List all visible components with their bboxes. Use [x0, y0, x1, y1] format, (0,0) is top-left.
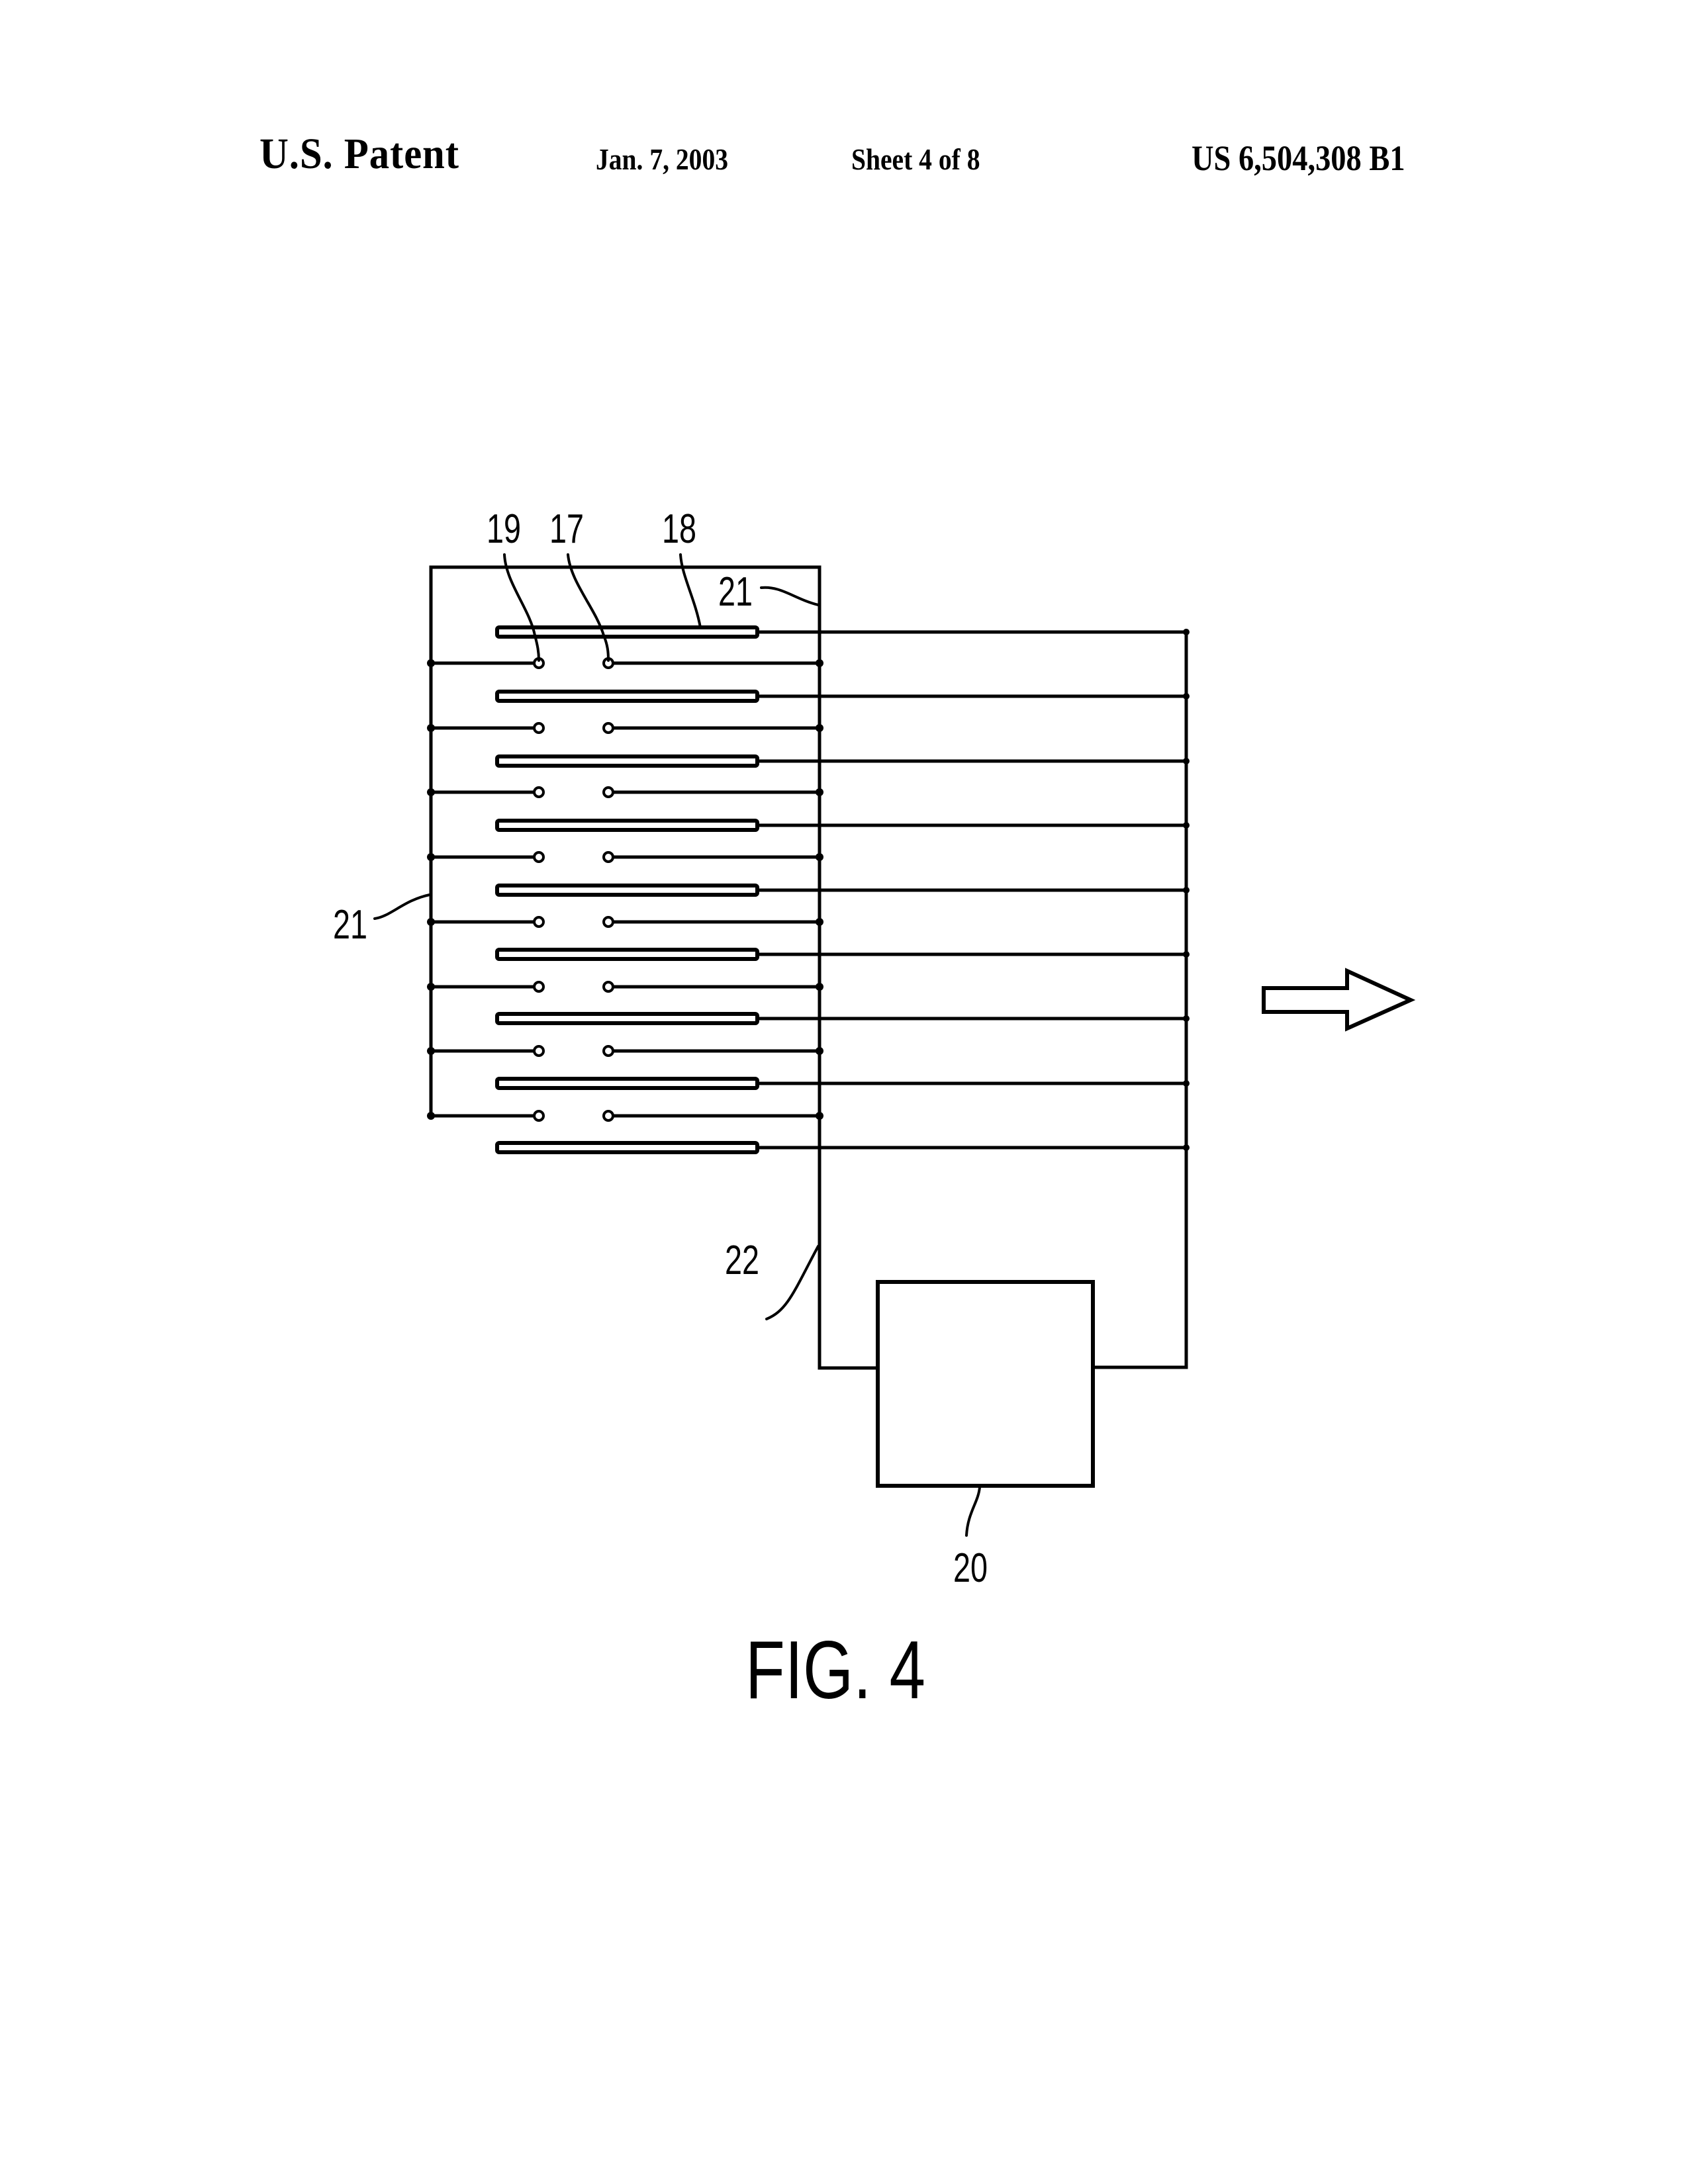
electrode-bar-row — [495, 1077, 1190, 1090]
electrode-bar-row — [495, 625, 1190, 639]
node-terminal-left — [533, 916, 545, 928]
node-row — [427, 1110, 823, 1122]
junction-dot — [1183, 629, 1190, 635]
electrode-bar — [495, 1141, 759, 1154]
electrode-bar — [495, 754, 759, 768]
electrode-bar-row — [495, 819, 1190, 832]
junction-dot — [1183, 1015, 1190, 1022]
junction-dot — [427, 659, 435, 667]
junction-dot — [816, 659, 823, 667]
node-terminal-right — [602, 1045, 614, 1057]
supply-unit-20 — [876, 1280, 1095, 1488]
junction-dot — [1183, 1144, 1190, 1151]
arrow-right-icon — [1262, 968, 1416, 1032]
junction-dot — [816, 1047, 823, 1055]
junction-dot — [816, 853, 823, 861]
node-terminal-left — [533, 851, 545, 863]
junction-dot — [1183, 951, 1190, 958]
junction-dot — [427, 1112, 435, 1120]
electrode-bars — [495, 625, 1190, 1154]
ref-label-20: 20 — [953, 1545, 988, 1591]
leader-21-left — [373, 893, 431, 920]
junction-dot — [1183, 1080, 1190, 1087]
node-terminal-right — [602, 981, 614, 993]
electrode-bar-row — [495, 884, 1190, 897]
junction-dot — [427, 1047, 435, 1055]
electrode-bar — [495, 690, 759, 703]
junction-dot — [427, 853, 435, 861]
leader-20 — [965, 1486, 981, 1537]
leader-19 — [503, 553, 540, 662]
electrode-bar — [495, 1012, 759, 1025]
electrode-bar — [495, 948, 759, 961]
ref-label-17: 17 — [549, 506, 584, 552]
node-rows — [427, 657, 823, 1122]
electrode-bar — [495, 884, 759, 897]
ref-label-21-left: 21 — [333, 902, 367, 948]
node-terminal-right — [602, 851, 614, 863]
junction-dot — [1183, 693, 1190, 700]
node-row — [427, 1045, 823, 1057]
electrode-bar-row — [495, 1141, 1190, 1154]
ref-label-19: 19 — [487, 506, 521, 552]
electrode-bar-row — [495, 754, 1190, 768]
junction-dot — [427, 918, 435, 926]
figure-caption: FIG. 4 — [745, 1625, 925, 1716]
leader-18 — [679, 553, 702, 629]
patent-date: Jan. 7, 2003 — [596, 142, 729, 176]
junction-dot — [816, 918, 823, 926]
junction-dot — [1183, 822, 1190, 829]
node-terminal-right — [602, 786, 614, 798]
node-row — [427, 851, 823, 863]
node-terminal-right — [602, 1110, 614, 1122]
junction-dot — [816, 1112, 823, 1120]
node-terminal-right — [602, 722, 614, 734]
junction-dot — [427, 788, 435, 796]
electrode-bar — [495, 625, 759, 639]
sheet-number: Sheet 4 of 8 — [851, 142, 980, 176]
junction-dot — [1183, 887, 1190, 893]
patent-header-title: U.S. Patent — [259, 130, 459, 178]
ref-label-21-top: 21 — [718, 569, 753, 615]
node-row — [427, 916, 823, 928]
electrode-bar-row — [495, 690, 1190, 703]
patent-number: US 6,504,308 B1 — [1192, 138, 1405, 178]
electrode-bar — [495, 819, 759, 832]
ref-label-22: 22 — [725, 1238, 759, 1283]
ref-label-18: 18 — [662, 506, 696, 552]
node-terminal-left — [533, 981, 545, 993]
junction-dot — [1183, 758, 1190, 764]
node-terminal-left — [533, 1045, 545, 1057]
junction-dot — [816, 788, 823, 796]
electrode-bar — [495, 1077, 759, 1090]
node-row — [427, 786, 823, 798]
node-terminal-right — [602, 916, 614, 928]
junction-dot — [816, 983, 823, 991]
node-terminal-left — [533, 722, 545, 734]
node-row — [427, 981, 823, 993]
junction-dot — [427, 983, 435, 991]
node-row — [427, 722, 823, 734]
leader-21-top — [760, 586, 820, 606]
frame-21 — [429, 565, 821, 1370]
node-terminal-left — [533, 1110, 545, 1122]
junction-dot — [427, 724, 435, 732]
node-row — [427, 657, 823, 669]
electrode-bar-row — [495, 948, 1190, 961]
junction-dot — [816, 724, 823, 732]
leader-22 — [765, 1245, 820, 1320]
leader-17 — [567, 553, 610, 662]
node-terminal-left — [533, 786, 545, 798]
electrode-bar-row — [495, 1012, 1190, 1025]
leader-lines — [373, 553, 981, 1537]
